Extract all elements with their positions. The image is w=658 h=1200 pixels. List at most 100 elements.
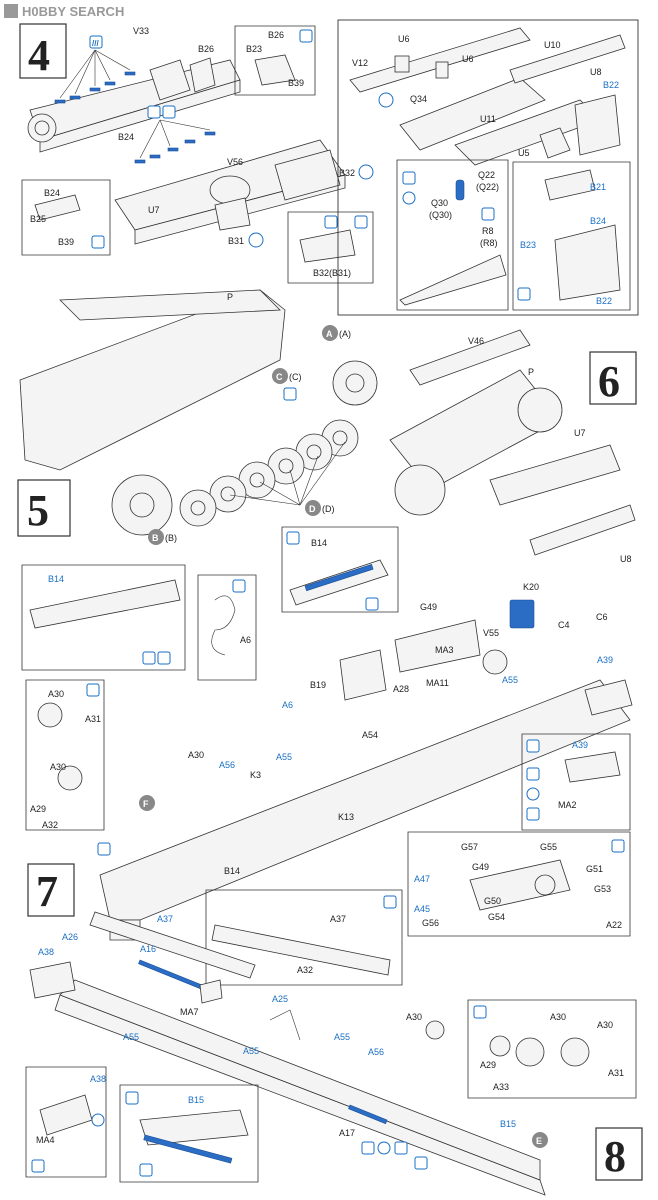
part-label: A39 xyxy=(597,655,613,665)
svg-text:///: /// xyxy=(92,39,99,48)
part-label: (Q30) xyxy=(429,210,452,220)
part-label: U8 xyxy=(590,67,602,77)
part-label: MA4 xyxy=(36,1135,55,1145)
part-label: G49 xyxy=(420,602,437,612)
step-number-5: 5 xyxy=(27,486,49,535)
part-label: A54 xyxy=(362,730,378,740)
part-label: A6 xyxy=(240,635,251,645)
part-label: MA11 xyxy=(426,678,449,688)
part-label: U5 xyxy=(518,148,530,158)
part-label: (A) xyxy=(339,329,351,339)
part-label: G54 xyxy=(488,912,505,922)
part-label: A31 xyxy=(608,1068,624,1078)
part-label: A6 xyxy=(282,700,293,710)
part-label: U7 xyxy=(148,205,160,215)
section-callout: E xyxy=(536,1136,542,1146)
part-label: B39 xyxy=(288,78,304,88)
part-label: B32 xyxy=(339,168,355,178)
part-label: B25 xyxy=(30,214,46,224)
part-label: B32(B31) xyxy=(313,268,351,278)
wheel-callout: B xyxy=(152,533,159,543)
part-label: K20 xyxy=(523,582,539,592)
part-label: G49 xyxy=(472,862,489,872)
part-label: B24 xyxy=(44,188,60,198)
part-label: C6 xyxy=(596,612,608,622)
part-label: MA2 xyxy=(558,800,577,810)
part-label: A55 xyxy=(123,1032,139,1042)
step-number-8: 8 xyxy=(604,1132,626,1181)
part-label: P xyxy=(528,367,534,377)
part-label: Q34 xyxy=(410,94,427,104)
part-label: (Q22) xyxy=(476,182,499,192)
part-label: A32 xyxy=(297,965,313,975)
wheel-callout: C xyxy=(276,372,283,382)
wheel-callout: A xyxy=(326,329,333,339)
step-8: 8 E xyxy=(25,889,643,1196)
part-label: A55 xyxy=(243,1046,259,1056)
part-label: A22 xyxy=(606,920,622,930)
part-label: A56 xyxy=(368,1047,384,1057)
part-label: G50 xyxy=(484,896,501,906)
part-label: G51 xyxy=(586,864,603,874)
step-6: U6 U6 V12 U10 U8 B22 Q34 U11 U5 Q22 (Q22… xyxy=(337,19,639,316)
part-label: B14 xyxy=(311,538,327,548)
part-label: A30 xyxy=(48,689,64,699)
part-label: Q22 xyxy=(478,170,495,180)
part-label: U6 xyxy=(462,54,474,64)
part-label: A32 xyxy=(42,820,58,830)
part-label: B26 xyxy=(268,30,284,40)
part-label: V55 xyxy=(483,628,499,638)
part-label: B24 xyxy=(118,132,134,142)
part-label: A39 xyxy=(572,740,588,750)
step-number-4: 4 xyxy=(28,31,50,80)
part-label: B21 xyxy=(590,182,606,192)
watermark-text: H0BBY SEARCH xyxy=(22,4,124,19)
part-label: A31 xyxy=(85,714,101,724)
part-label: V12 xyxy=(352,58,368,68)
part-label: U11 xyxy=(480,114,496,124)
part-label: (R8) xyxy=(480,238,498,248)
part-label: R8 xyxy=(482,226,494,236)
part-label: MA3 xyxy=(435,645,454,655)
part-label: V46 xyxy=(468,336,484,346)
step-number-6: 6 xyxy=(598,357,620,406)
step-7: 7 B14 B14 A6 A30 A31 A30 A29 A32 xyxy=(21,526,633,941)
part-label: A45 xyxy=(414,904,430,914)
part-label: B22 xyxy=(596,296,612,306)
part-label: (B) xyxy=(165,533,177,543)
part-label: G56 xyxy=(422,918,439,928)
part-label: A17 xyxy=(339,1128,355,1138)
part-label: K3 xyxy=(250,770,261,780)
part-label: (C) xyxy=(289,372,302,382)
part-label: A29 xyxy=(30,804,46,814)
part-label: B26 xyxy=(198,44,214,54)
part-label: P xyxy=(227,292,233,302)
part-label: A25 xyxy=(272,994,288,1004)
part-label: B14 xyxy=(48,574,64,584)
part-label: MA7 xyxy=(180,1007,199,1017)
part-label: A30 xyxy=(188,750,204,760)
part-label: A38 xyxy=(90,1074,106,1084)
part-label: G55 xyxy=(540,842,557,852)
part-label: B14 xyxy=(224,866,240,876)
part-label: B22 xyxy=(603,80,619,90)
part-label: B23 xyxy=(520,240,536,250)
part-label: G53 xyxy=(594,884,611,894)
part-label: A55 xyxy=(334,1032,350,1042)
part-label: A38 xyxy=(38,947,54,957)
part-label: B24 xyxy=(590,216,606,226)
part-label: A30 xyxy=(550,1012,566,1022)
part-label: G57 xyxy=(461,842,478,852)
part-label: A55 xyxy=(276,752,292,762)
step-number-7: 7 xyxy=(36,867,58,916)
part-label: A30 xyxy=(406,1012,422,1022)
watermark: H0BBY SEARCH xyxy=(4,4,124,19)
part-label: A56 xyxy=(219,760,235,770)
part-label: B15 xyxy=(188,1095,204,1105)
part-label: A30 xyxy=(597,1020,613,1030)
part-label: A55 xyxy=(502,675,518,685)
part-label: Q30 xyxy=(431,198,448,208)
part-label: C4 xyxy=(558,620,570,630)
